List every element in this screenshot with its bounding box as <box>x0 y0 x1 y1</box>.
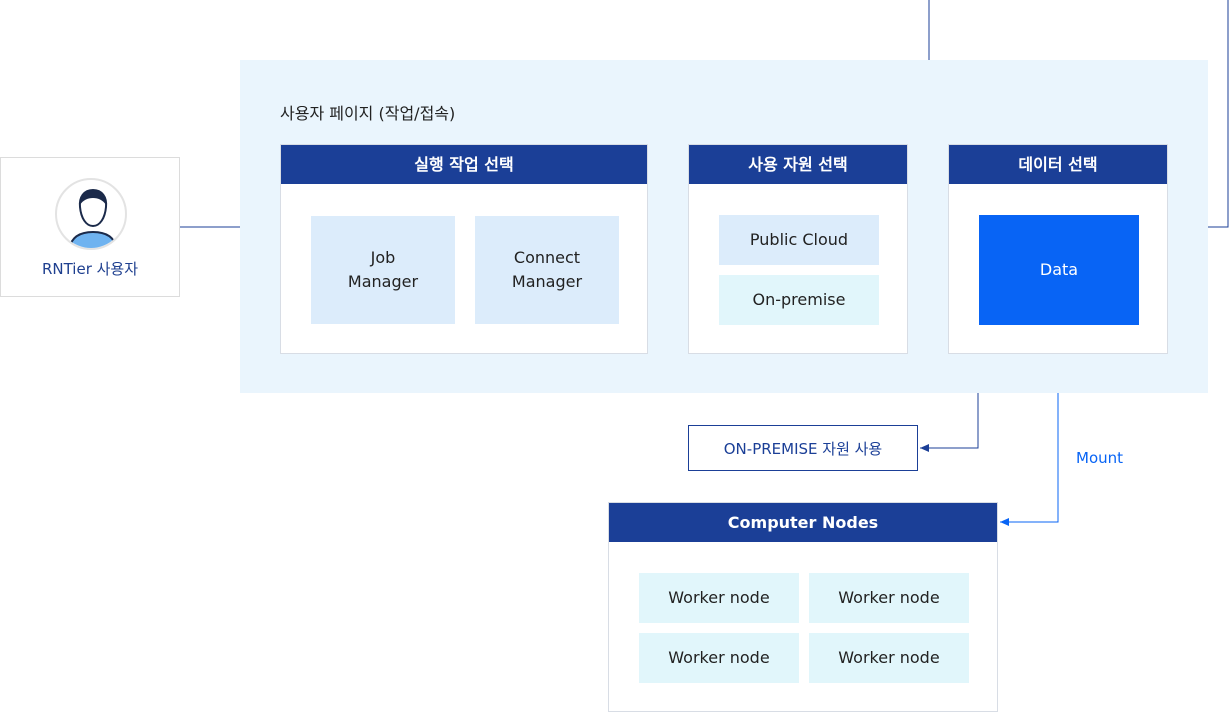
user-label: RNTier 사용자 <box>41 260 139 278</box>
user-card: RNTier 사용자 <box>0 157 180 297</box>
on-premise-tile[interactable]: On-premise <box>719 275 879 325</box>
resource-selection-header: 사용 자원 선택 <box>689 145 907 184</box>
data-tile[interactable]: Data <box>979 215 1139 325</box>
onprem-usage-box: ON-PREMISE 자원 사용 <box>688 425 918 471</box>
job-manager-tile[interactable]: Job Manager <box>311 216 455 324</box>
right-connector <box>1208 0 1229 228</box>
connect-manager-tile[interactable]: Connect Manager <box>475 216 619 324</box>
data-selection-header: 데이터 선택 <box>949 145 1167 184</box>
data-selection-group: 데이터 선택 Data <box>948 144 1168 354</box>
worker-node-tile[interactable]: Worker node <box>639 573 799 623</box>
job-selection-header: 실행 작업 선택 <box>281 145 647 184</box>
onprem-arrow <box>920 393 979 452</box>
public-cloud-tile[interactable]: Public Cloud <box>719 215 879 265</box>
user-avatar-icon <box>55 178 127 250</box>
resource-selection-group: 사용 자원 선택 Public Cloud On-premise <box>688 144 908 354</box>
worker-node-tile[interactable]: Worker node <box>639 633 799 683</box>
worker-node-tile[interactable]: Worker node <box>809 633 969 683</box>
worker-node-tile[interactable]: Worker node <box>809 573 969 623</box>
panel-title: 사용자 페이지 (작업/접속) <box>280 104 456 123</box>
job-selection-group: 실행 작업 선택 Job Manager Connect Manager <box>280 144 648 354</box>
computer-nodes-header: Computer Nodes <box>609 503 997 542</box>
computer-nodes-group: Computer Nodes Worker node Worker node W… <box>608 502 998 712</box>
mount-label: Mount <box>1076 449 1124 467</box>
